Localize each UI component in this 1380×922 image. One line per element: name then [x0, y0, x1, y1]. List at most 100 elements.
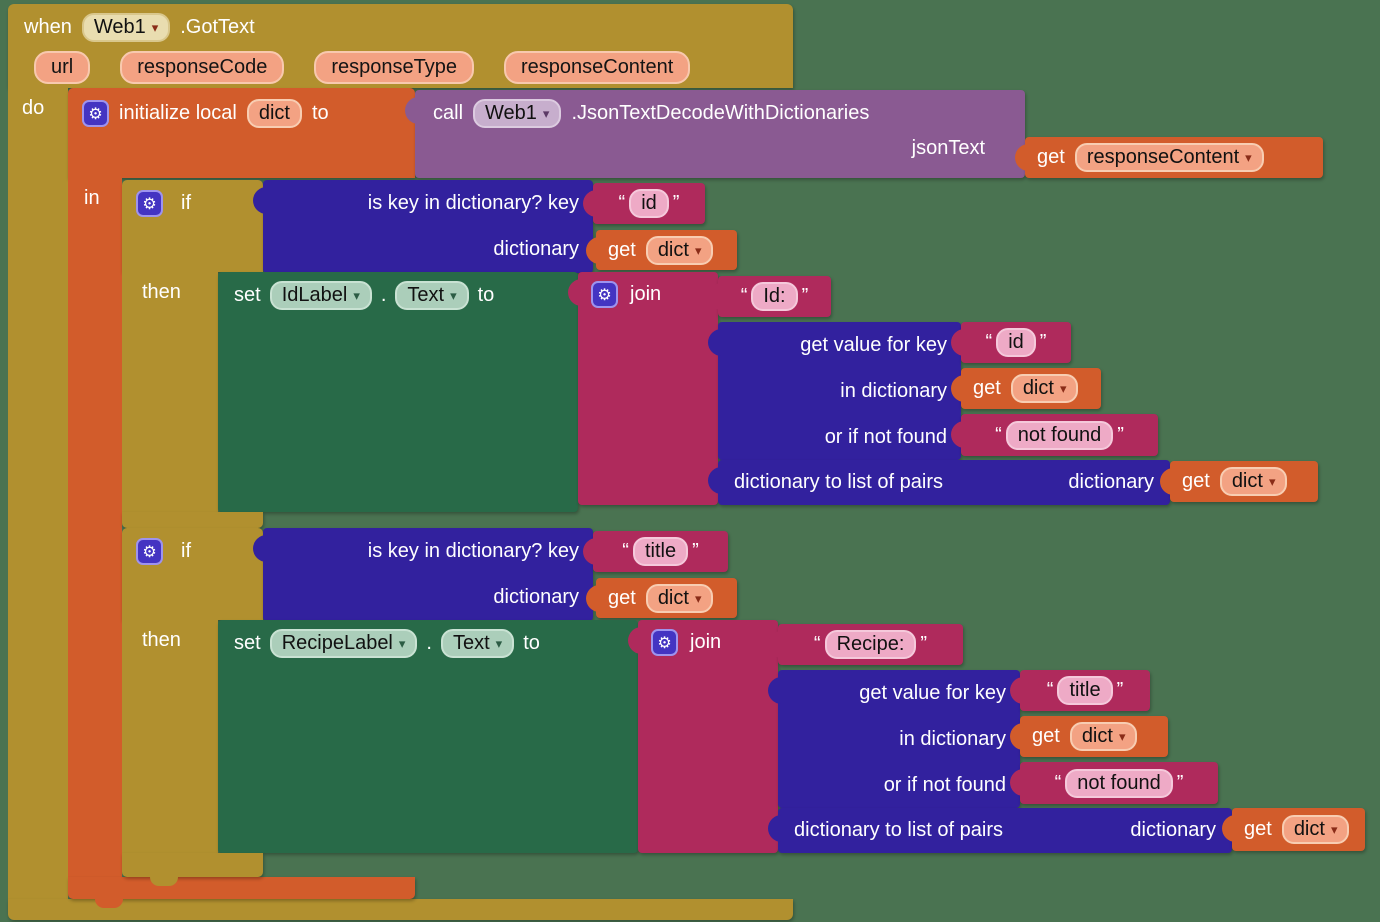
- gvfk-line1: get value for key: [800, 333, 947, 356]
- mutator-gear-icon[interactable]: ⚙: [136, 538, 163, 565]
- param-url[interactable]: url: [34, 51, 91, 84]
- get-var-dropdown[interactable]: dict ▾: [1219, 467, 1288, 496]
- set-idlabel-text-block[interactable]: set IdLabel ▾ . Text ▾ to: [218, 272, 578, 512]
- get-var-dropdown[interactable]: dict ▾: [645, 235, 714, 265]
- call-json-decode-block[interactable]: call Web1 ▾ .JsonTextDecodeWithDictionar…: [405, 90, 1025, 178]
- param-responseContent[interactable]: responseContent: [503, 51, 691, 84]
- string-field[interactable]: not found: [1065, 768, 1173, 798]
- get-dict-block[interactable]: get dict ▾: [586, 230, 737, 270]
- get-var-dropdown[interactable]: dict ▾: [1010, 374, 1079, 403]
- event-name: .GotText: [180, 16, 255, 38]
- get-dict-block[interactable]: get dict ▾: [1010, 716, 1168, 757]
- dropdown-icon: ▾: [1268, 474, 1276, 489]
- if-block-2-bottom[interactable]: [122, 853, 263, 877]
- dtlop-label: dictionary to list of pairs: [734, 471, 943, 493]
- string-field[interactable]: title: [1057, 676, 1113, 705]
- set-property-dropdown[interactable]: Text ▾: [440, 629, 515, 658]
- set-property-name: Text: [452, 632, 490, 654]
- local-var-name: dict: [258, 102, 290, 124]
- if-block-1[interactable]: ⚙ if: [122, 180, 263, 272]
- set-property-dropdown[interactable]: Text ▾: [395, 281, 469, 310]
- join-block-1[interactable]: ⚙ join: [568, 272, 718, 505]
- join-label: join: [630, 283, 662, 305]
- dropdown-icon: ▾: [495, 636, 503, 651]
- component-dropdown-web1[interactable]: Web1 ▾: [81, 13, 171, 42]
- set-component-dropdown[interactable]: RecipeLabel ▾: [269, 629, 418, 658]
- get-var-name: dict: [657, 238, 689, 261]
- dropdown-icon: ▾: [398, 636, 406, 651]
- string-block-key-id[interactable]: “ id ”: [583, 183, 705, 224]
- dropdown-icon: ▾: [694, 590, 702, 606]
- when-block-bottom[interactable]: [8, 899, 793, 920]
- then-label: then: [142, 629, 181, 651]
- if-block-1-bottom[interactable]: [122, 512, 263, 528]
- close-quote: ”: [672, 192, 680, 214]
- string-block-key-id[interactable]: “ id ”: [951, 322, 1071, 363]
- get-label: get: [1032, 725, 1060, 747]
- to-label: to: [523, 632, 540, 654]
- get-value-for-key-block-2[interactable]: get value for key in dictionary or if no…: [768, 670, 1020, 808]
- string-block-key-title[interactable]: “ title ”: [583, 531, 728, 572]
- get-dict-block[interactable]: get dict ▾: [1222, 808, 1365, 851]
- mutator-gear-icon[interactable]: ⚙: [82, 100, 109, 127]
- get-dict-block[interactable]: get dict ▾: [1160, 461, 1318, 502]
- initialize-local-label: initialize local: [119, 102, 237, 124]
- is-key-in-dictionary-block-2[interactable]: is key in dictionary? key dictionary: [253, 528, 593, 621]
- string-value: id: [1008, 331, 1024, 353]
- if-block-2-spine[interactable]: then: [122, 620, 218, 853]
- get-value-for-key-block-1[interactable]: get value for key in dictionary or if no…: [708, 322, 961, 460]
- mutator-gear-icon[interactable]: ⚙: [136, 190, 163, 217]
- string-block-not-found[interactable]: “ not found ”: [1010, 762, 1218, 804]
- dictionary-to-list-of-pairs-block-2[interactable]: dictionary to list of pairs dictionary: [768, 808, 1232, 853]
- initialize-local-block[interactable]: ⚙ initialize local dict to: [68, 88, 415, 178]
- string-field[interactable]: Id:: [751, 282, 798, 311]
- string-block-recipe-prefix[interactable]: “ Recipe: ”: [768, 624, 963, 665]
- get-responsecontent-block[interactable]: get responseContent ▾: [1015, 137, 1323, 178]
- param-responseType[interactable]: responseType: [314, 51, 474, 84]
- initialize-local-spine[interactable]: in: [68, 178, 122, 878]
- get-var-dropdown[interactable]: dict ▾: [1281, 815, 1350, 844]
- set-component-dropdown[interactable]: IdLabel ▾: [269, 281, 372, 310]
- get-label: get: [608, 238, 636, 261]
- string-field[interactable]: id: [996, 328, 1036, 357]
- set-label: set: [234, 632, 261, 654]
- string-block-not-found[interactable]: “ not found ”: [951, 414, 1158, 456]
- string-field[interactable]: not found: [1005, 420, 1114, 450]
- param-responseCode[interactable]: responseCode: [120, 51, 285, 84]
- string-field[interactable]: id: [629, 189, 669, 218]
- open-quote: “: [618, 192, 626, 214]
- get-var-dropdown[interactable]: dict ▾: [645, 583, 714, 613]
- gvfk-line2: in dictionary: [840, 379, 947, 402]
- dictionary-to-list-of-pairs-block-1[interactable]: dictionary to list of pairs dictionary: [708, 460, 1170, 505]
- join-block-2[interactable]: ⚙ join: [628, 620, 778, 853]
- when-block-spine[interactable]: do: [8, 88, 68, 900]
- string-block-id-prefix[interactable]: “ Id: ”: [708, 276, 831, 317]
- dropdown-icon: ▾: [1330, 822, 1338, 837]
- string-field[interactable]: title: [632, 537, 689, 566]
- if-block-2[interactable]: ⚙ if: [122, 528, 263, 620]
- string-block-key-title[interactable]: “ title ”: [1010, 670, 1150, 711]
- mutator-gear-icon[interactable]: ⚙: [591, 281, 618, 308]
- string-field[interactable]: Recipe:: [824, 630, 917, 659]
- get-dict-block[interactable]: get dict ▾: [951, 368, 1101, 409]
- get-var-dropdown[interactable]: dict ▾: [1069, 722, 1138, 751]
- mutator-gear-icon[interactable]: ⚙: [651, 629, 678, 656]
- if-block-1-spine[interactable]: then: [122, 272, 218, 512]
- statement-tab: [150, 875, 178, 886]
- string-value: not found: [1077, 771, 1161, 794]
- open-quote: “: [995, 423, 1002, 446]
- local-var-field[interactable]: dict: [246, 99, 302, 128]
- dropdown-icon: ▾: [1059, 381, 1067, 396]
- get-var-dropdown[interactable]: responseContent ▾: [1074, 143, 1264, 172]
- then-label: then: [142, 281, 181, 303]
- dropdown-icon: ▾: [353, 288, 360, 303]
- initialize-local-bottom[interactable]: [68, 877, 415, 899]
- get-dict-block[interactable]: get dict ▾: [586, 578, 737, 618]
- dot-separator: .: [426, 632, 432, 654]
- call-component-dropdown[interactable]: Web1 ▾: [473, 99, 562, 128]
- when-gottext-block[interactable]: when Web1 ▾ .GotText url responseCode re…: [8, 4, 793, 88]
- string-value: title: [644, 540, 677, 562]
- get-var-name: dict: [1022, 377, 1054, 399]
- set-recipelabel-text-block[interactable]: set RecipeLabel ▾ . Text ▾ to: [218, 620, 638, 853]
- is-key-in-dictionary-block-1[interactable]: is key in dictionary? key dictionary: [253, 180, 593, 273]
